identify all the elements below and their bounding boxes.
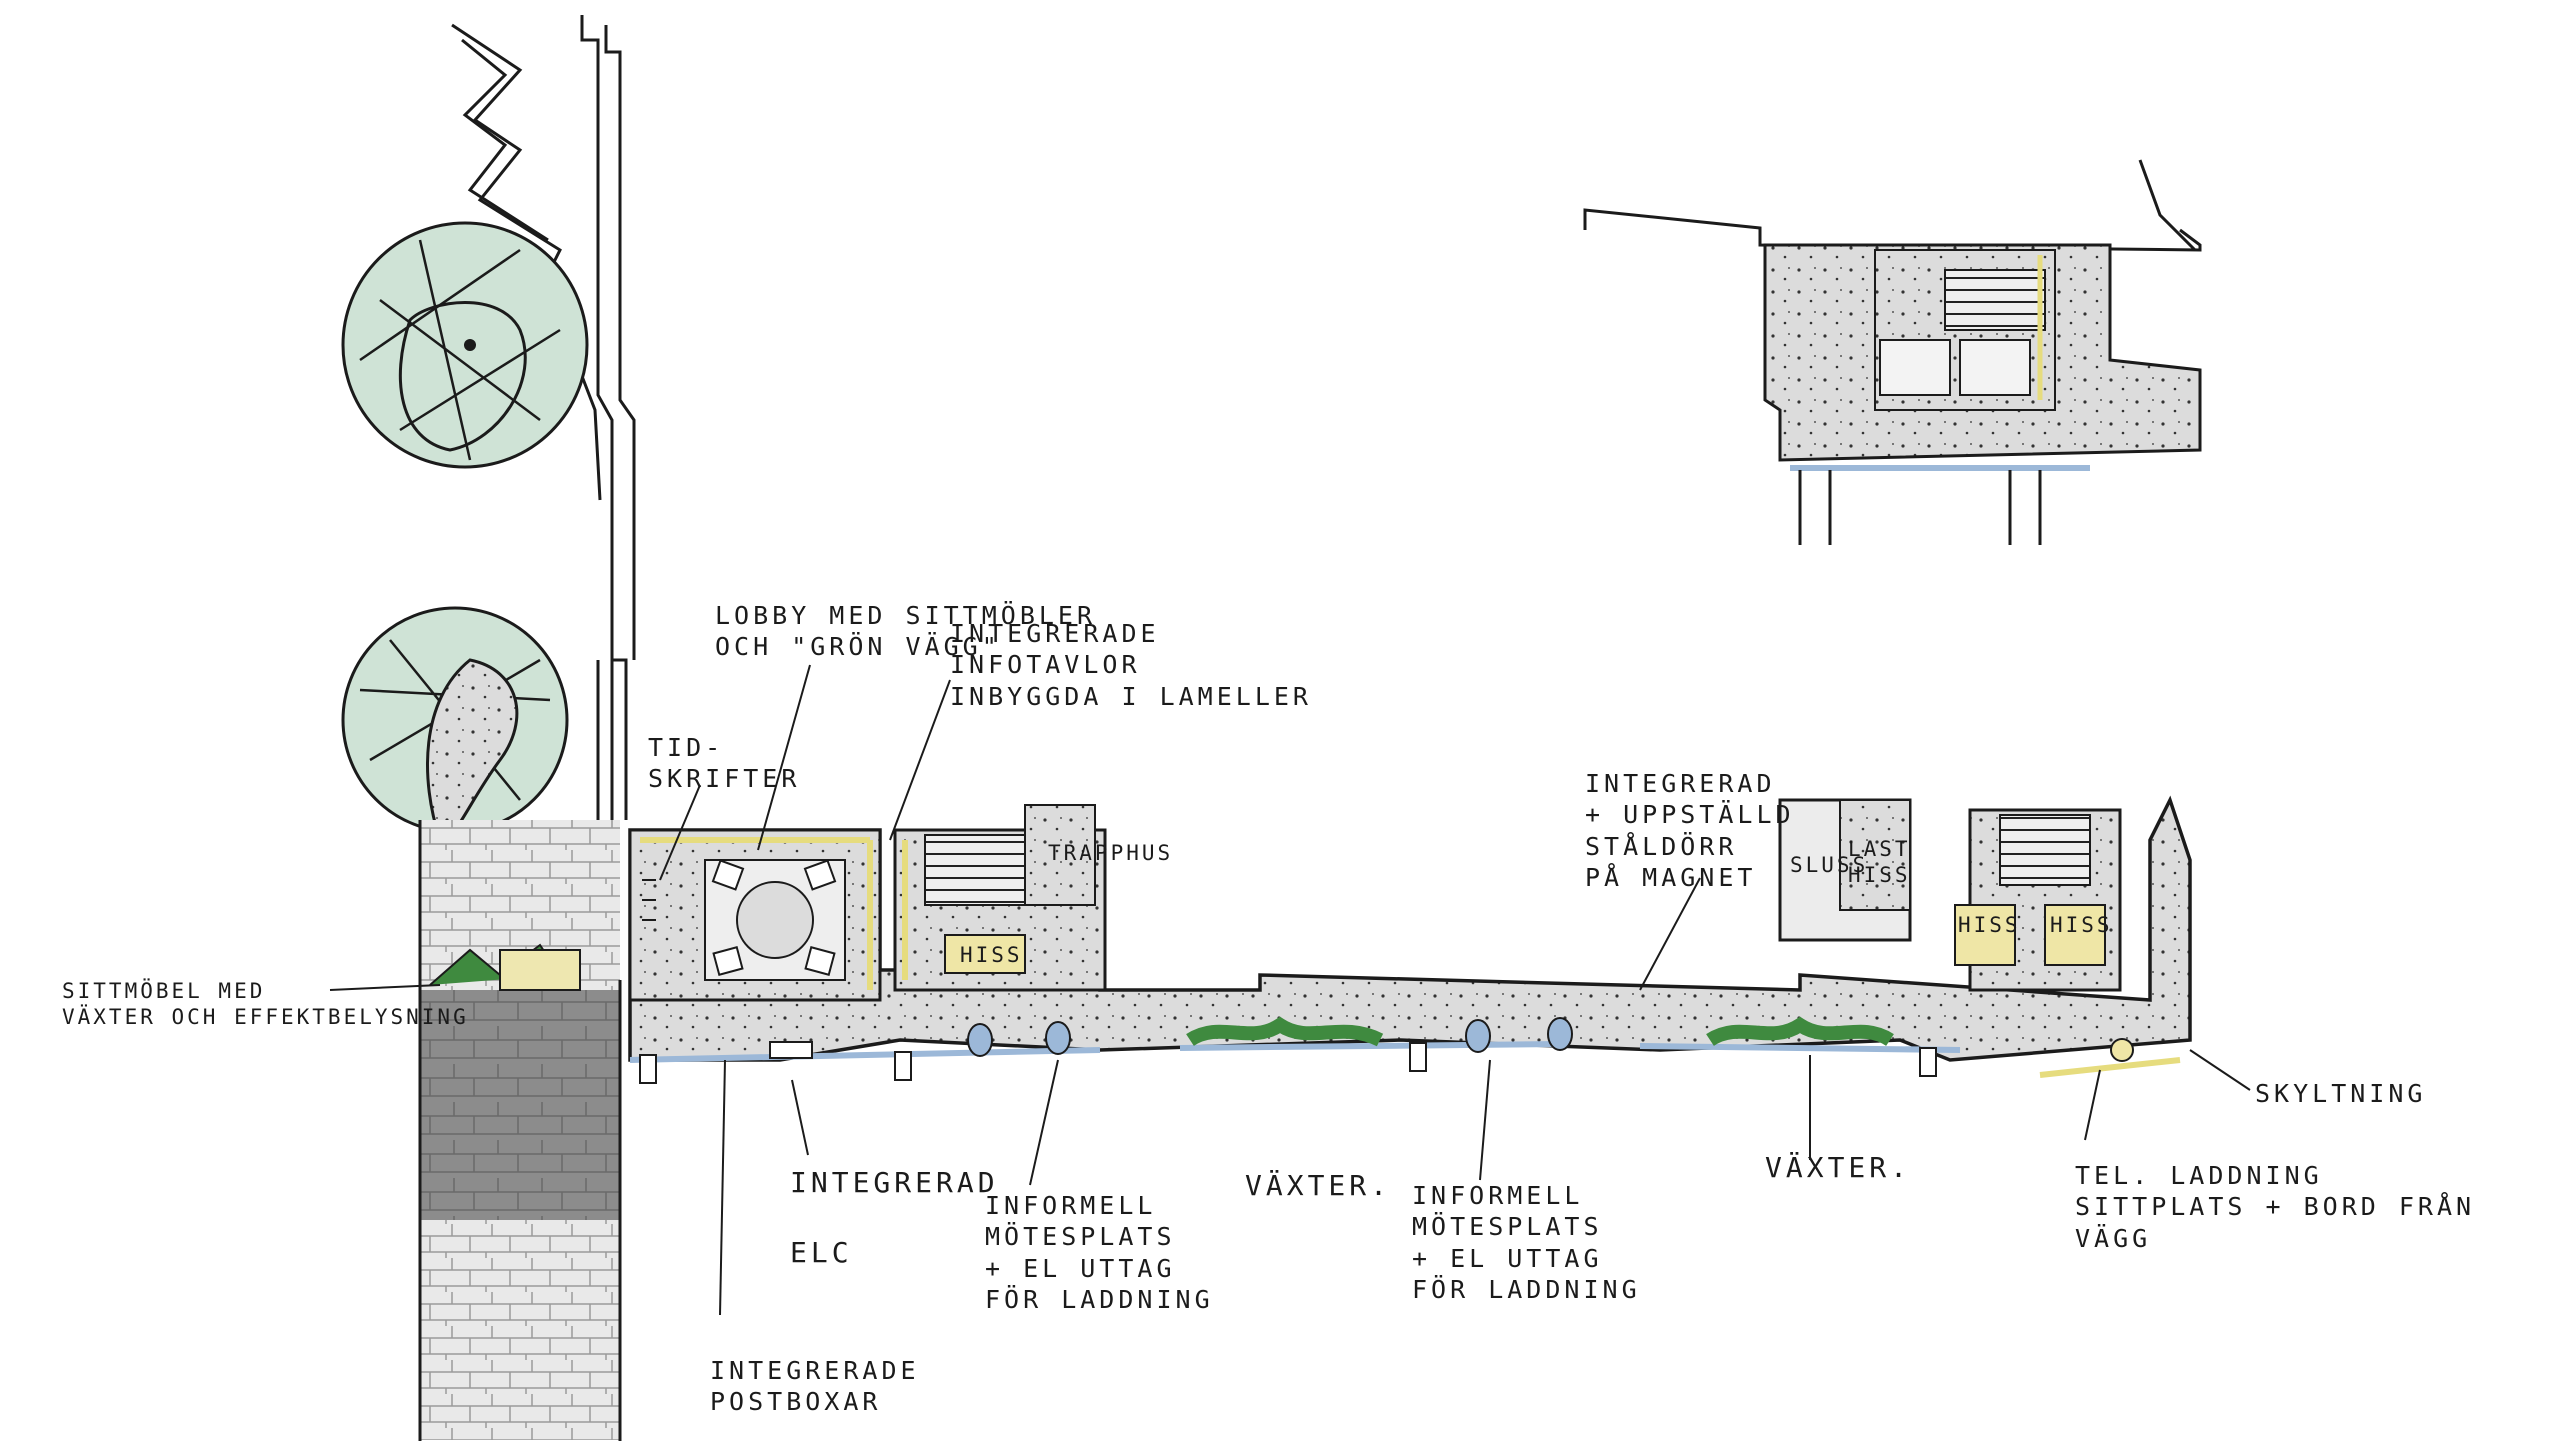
label-integrerad-staldorr: INTEGRERAD + UPPSTÄLLD STÅLDÖRR PÅ MAGNE… (1585, 769, 1795, 892)
leader-lines (329, 664, 2251, 1316)
lobby-room (628, 828, 882, 1002)
label-last-hiss: LAST HISS (1848, 837, 1911, 888)
label-tel-laddning: TEL. LADDNING SITTPLATS + BORD FRÅN VÄGG (2075, 1161, 2476, 1253)
label-postboxar: INTEGRERADE POSTBOXAR (710, 1356, 920, 1417)
label-sluss: SLUSS (1790, 853, 1869, 877)
label-tidskrifter: TID- SKRIFTER (648, 733, 801, 794)
label-hiss-3: HISS (2050, 913, 2113, 937)
label-sittmobel: SITTMÖBEL MED VÄXTER OCH EFFEKTBELYSNING (62, 979, 469, 1030)
label-trapphus: TRAPPHUS (1048, 841, 1174, 865)
label-hiss-2: HISS (1958, 913, 2021, 937)
label-vaxter-1: VÄXTER. (1245, 1169, 1392, 1202)
label-hiss-1: HISS (960, 943, 1023, 967)
label-integrerad-elc: INTEGRERAD ELC (790, 1166, 999, 1269)
label-informell-1: INFORMELL MÖTESPLATS + EL UTTAG FÖR LADD… (985, 1191, 1214, 1314)
label-infotavlor: INTEGRERADE INFOTAVLOR INBYGGDA I LAMELL… (950, 619, 1312, 711)
tree-2 (341, 606, 569, 843)
reference-plan (1583, 159, 2202, 545)
label-skyltning: SKYLTNING (2255, 1079, 2427, 1108)
label-informell-2: INFORMELL MÖTESPLATS + EL UTTAG FÖR LADD… (1412, 1181, 1641, 1304)
stair-core-1 (893, 804, 1107, 992)
core-2 (1778, 798, 2181, 1078)
label-vaxter-2: VÄXTER. (1765, 1151, 1912, 1184)
tree-1 (341, 221, 589, 469)
outside-paving (418, 820, 622, 1441)
label-lobby: LOBBY MED SITTMÖBLER OCH "GRÖN VÄGG" (715, 601, 1097, 662)
